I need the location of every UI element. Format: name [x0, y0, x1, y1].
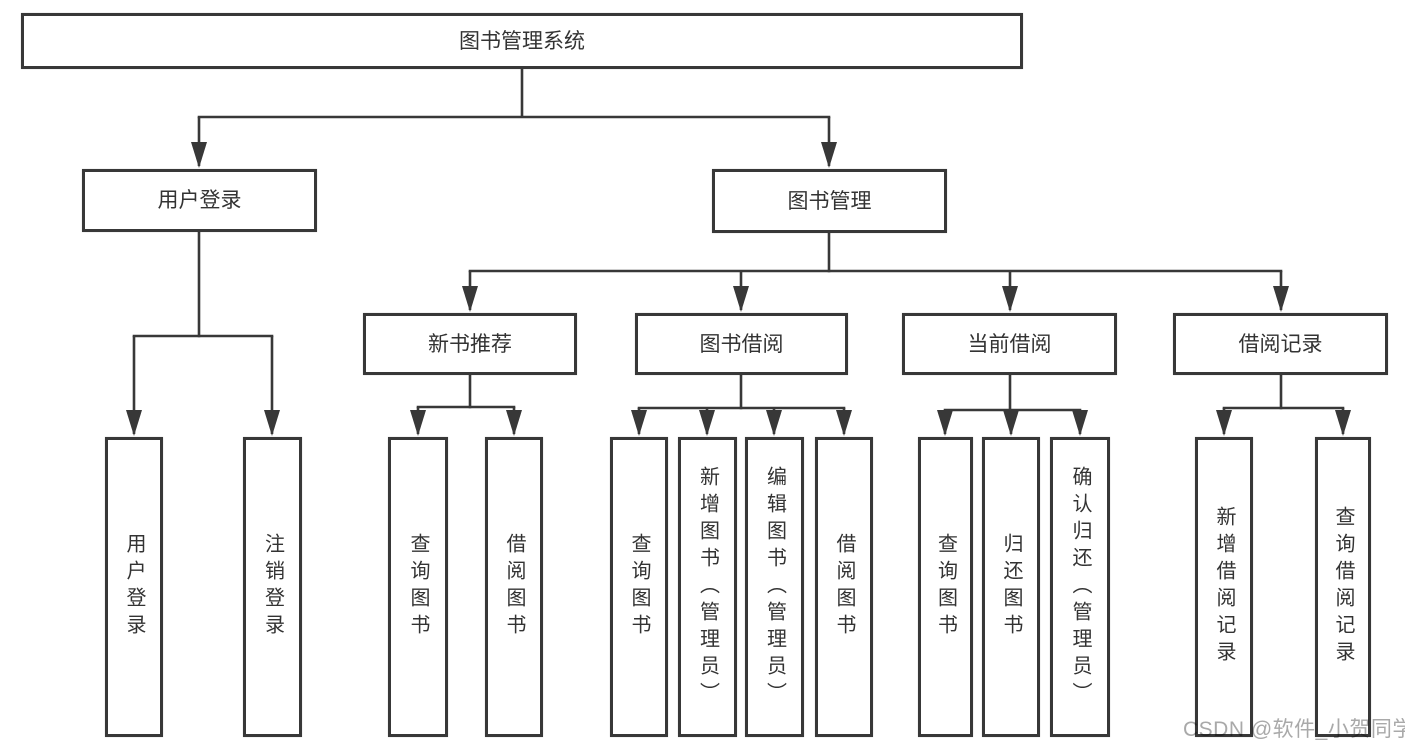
node-borrow-records: 借阅记录	[1173, 313, 1388, 375]
node-label: 查询图书	[934, 533, 957, 641]
node-label: 确认归还（管理员）	[1069, 465, 1091, 709]
leaf-add-borrow-record: 新增借阅记录	[1195, 437, 1253, 737]
leaf-query-books-1: 查询图书	[388, 437, 448, 737]
node-book-management: 图书管理	[712, 169, 947, 233]
leaf-logout: 注销登录	[243, 437, 302, 737]
node-label: 当前借阅	[967, 332, 1052, 356]
node-book-borrow: 图书借阅	[635, 313, 848, 375]
node-label: 图书借阅	[699, 332, 784, 356]
node-label: 用户登录	[123, 533, 145, 641]
leaf-query-borrow-record: 查询借阅记录	[1315, 437, 1371, 737]
node-root-system: 图书管理系统	[21, 13, 1023, 69]
node-label: 借阅记录	[1238, 332, 1323, 356]
node-label: 查询图书	[407, 533, 429, 641]
leaf-user-login: 用户登录	[105, 437, 163, 737]
node-new-book-recommend: 新书推荐	[363, 313, 577, 375]
csdn-watermark: CSDN @软件_小贺同学	[1183, 718, 1405, 741]
node-label: 借阅图书	[503, 533, 525, 641]
node-label: 注销登录	[261, 533, 284, 641]
connectors-root-to-level2	[191, 69, 837, 168]
connectors-user-login-children	[126, 232, 280, 436]
node-label: 归还图书	[1000, 533, 1022, 641]
node-current-borrow: 当前借阅	[902, 313, 1117, 375]
connectors-new-book-children	[410, 375, 522, 436]
connectors-book-management-children	[462, 232, 1289, 312]
leaf-confirm-return-admin: 确认归还（管理员）	[1050, 437, 1110, 737]
node-label: 新增图书（管理员）	[696, 465, 719, 709]
connectors-book-borrow-children	[631, 375, 852, 436]
leaf-return-book: 归还图书	[982, 437, 1040, 737]
node-label: 查询借阅记录	[1332, 506, 1354, 668]
node-label: 新增借阅记录	[1213, 506, 1235, 668]
leaf-borrow-books-2: 借阅图书	[815, 437, 873, 737]
leaf-borrow-books-1: 借阅图书	[485, 437, 543, 737]
connectors-borrow-records-children	[1216, 375, 1351, 436]
node-user-login: 用户登录	[82, 169, 317, 232]
node-label: 图书管理系统	[459, 29, 585, 53]
leaf-add-book-admin: 新增图书（管理员）	[678, 437, 737, 737]
leaf-query-books-2: 查询图书	[610, 437, 668, 737]
node-label: 编辑图书（管理员）	[763, 465, 786, 709]
node-label: 借阅图书	[833, 533, 855, 641]
node-label: 图书管理	[787, 189, 872, 213]
node-label: 用户登录	[157, 189, 242, 212]
node-label: 查询图书	[628, 533, 650, 641]
node-label: 新书推荐	[428, 332, 512, 356]
connectors-current-borrow-children	[937, 375, 1088, 436]
leaf-edit-book-admin: 编辑图书（管理员）	[745, 437, 804, 737]
leaf-query-books-3: 查询图书	[918, 437, 973, 737]
